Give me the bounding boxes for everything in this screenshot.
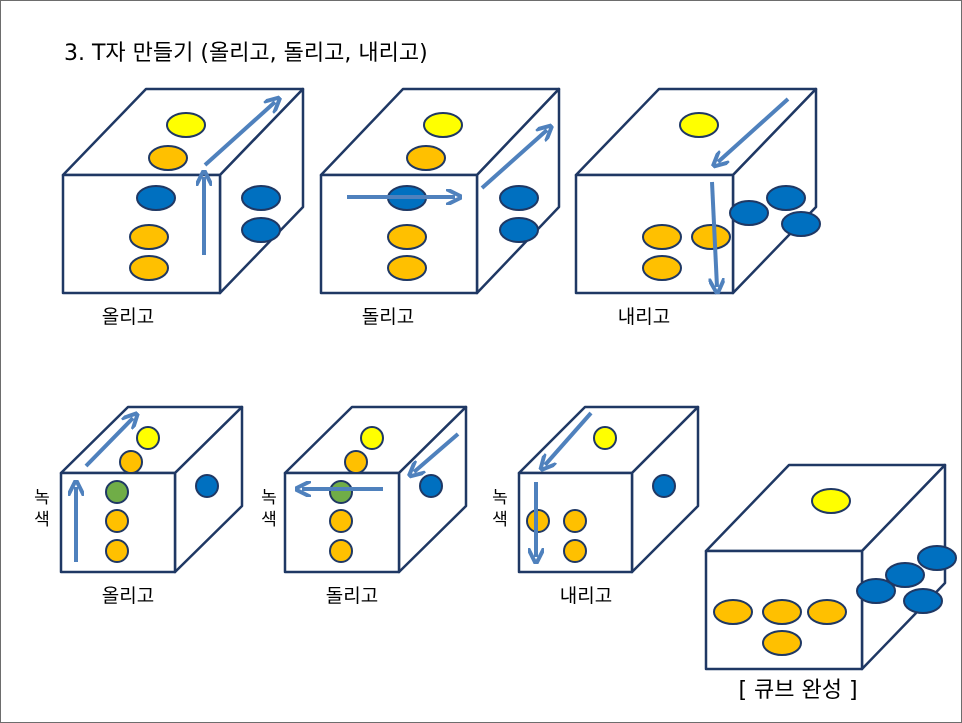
blue-dot [781, 211, 821, 237]
cube-diagrams [59, 87, 957, 671]
orange-dot [713, 599, 753, 625]
cube-bottom-lower-group [517, 405, 700, 574]
blue-dot [419, 474, 443, 498]
label-bottom-lower: 내리고 [560, 585, 612, 607]
lower-arrow-front [712, 181, 717, 287]
cube-top-lower-group [574, 87, 821, 293]
yellow-dot [679, 112, 719, 138]
blue-dot [729, 200, 769, 226]
orange-dot [344, 450, 368, 474]
orange-dot [105, 509, 129, 533]
yellow-dot [166, 112, 206, 138]
orange-dot [129, 224, 169, 250]
orange-dot [129, 255, 169, 281]
cube-final-group [704, 463, 957, 671]
orange-dot [807, 599, 847, 625]
orange-dot [762, 630, 802, 656]
blue-dot [856, 578, 896, 604]
orange-dot [642, 224, 682, 250]
green-note-1a: 녹 [34, 488, 50, 508]
orange-dot [329, 509, 353, 533]
green-dot [329, 480, 353, 504]
green-note-2a: 녹 [261, 488, 277, 508]
green-dot [105, 480, 129, 504]
blue-dot [195, 474, 219, 498]
blue-dot [917, 545, 957, 571]
raise-arrow-top [84, 418, 133, 468]
cube-complete-label: [ 큐브 완성 ] [738, 678, 857, 703]
page-title: 3. T자 만들기 (올리고, 돌리고, 내리고) [64, 41, 428, 66]
blue-dot [885, 562, 925, 588]
yellow-dot [593, 426, 617, 450]
lower-arrow-top [718, 97, 790, 162]
cube-top-raise-group [61, 87, 305, 295]
green-note-3b: 색 [492, 510, 508, 530]
rotate-arrow-side [480, 130, 547, 190]
cube-top-rotate-group [319, 87, 561, 295]
orange-dot [563, 509, 587, 533]
label-top-raise: 올리고 [102, 306, 154, 328]
blue-dot [241, 185, 281, 211]
orange-dot [387, 255, 427, 281]
blue-dot [136, 185, 176, 211]
orange-dot [119, 450, 143, 474]
blue-dot [241, 217, 281, 243]
green-note-3a: 녹 [492, 488, 508, 508]
green-note-2b: 색 [261, 510, 277, 530]
blue-dot [652, 474, 676, 498]
orange-dot [406, 145, 446, 171]
label-top-lower: 내리고 [618, 306, 670, 328]
label-bottom-raise: 올리고 [102, 585, 154, 607]
orange-dot [329, 539, 353, 563]
yellow-dot [360, 426, 384, 450]
blue-dot [766, 185, 806, 211]
yellow-dot [136, 426, 160, 450]
orange-dot [105, 539, 129, 563]
orange-dot [642, 255, 682, 281]
yellow-dot [811, 488, 851, 514]
label-bottom-rotate: 돌리고 [326, 585, 378, 607]
cube-bottom-raise-group [59, 405, 244, 574]
orange-dot [148, 145, 188, 171]
orange-dot [387, 224, 427, 250]
yellow-dot [423, 112, 463, 138]
label-top-rotate: 돌리고 [362, 306, 414, 328]
green-note-1b: 색 [34, 510, 50, 530]
orange-dot [563, 539, 587, 563]
orange-dot [691, 224, 731, 250]
raise-arrow-top [203, 102, 275, 167]
rotate-arrow-side [414, 432, 460, 472]
blue-dot [499, 185, 539, 211]
orange-dot [762, 599, 802, 625]
blue-dot [903, 588, 943, 614]
blue-dot [499, 217, 539, 243]
cube-bottom-rotate-group [283, 405, 468, 574]
lower-arrow-top [545, 411, 593, 465]
